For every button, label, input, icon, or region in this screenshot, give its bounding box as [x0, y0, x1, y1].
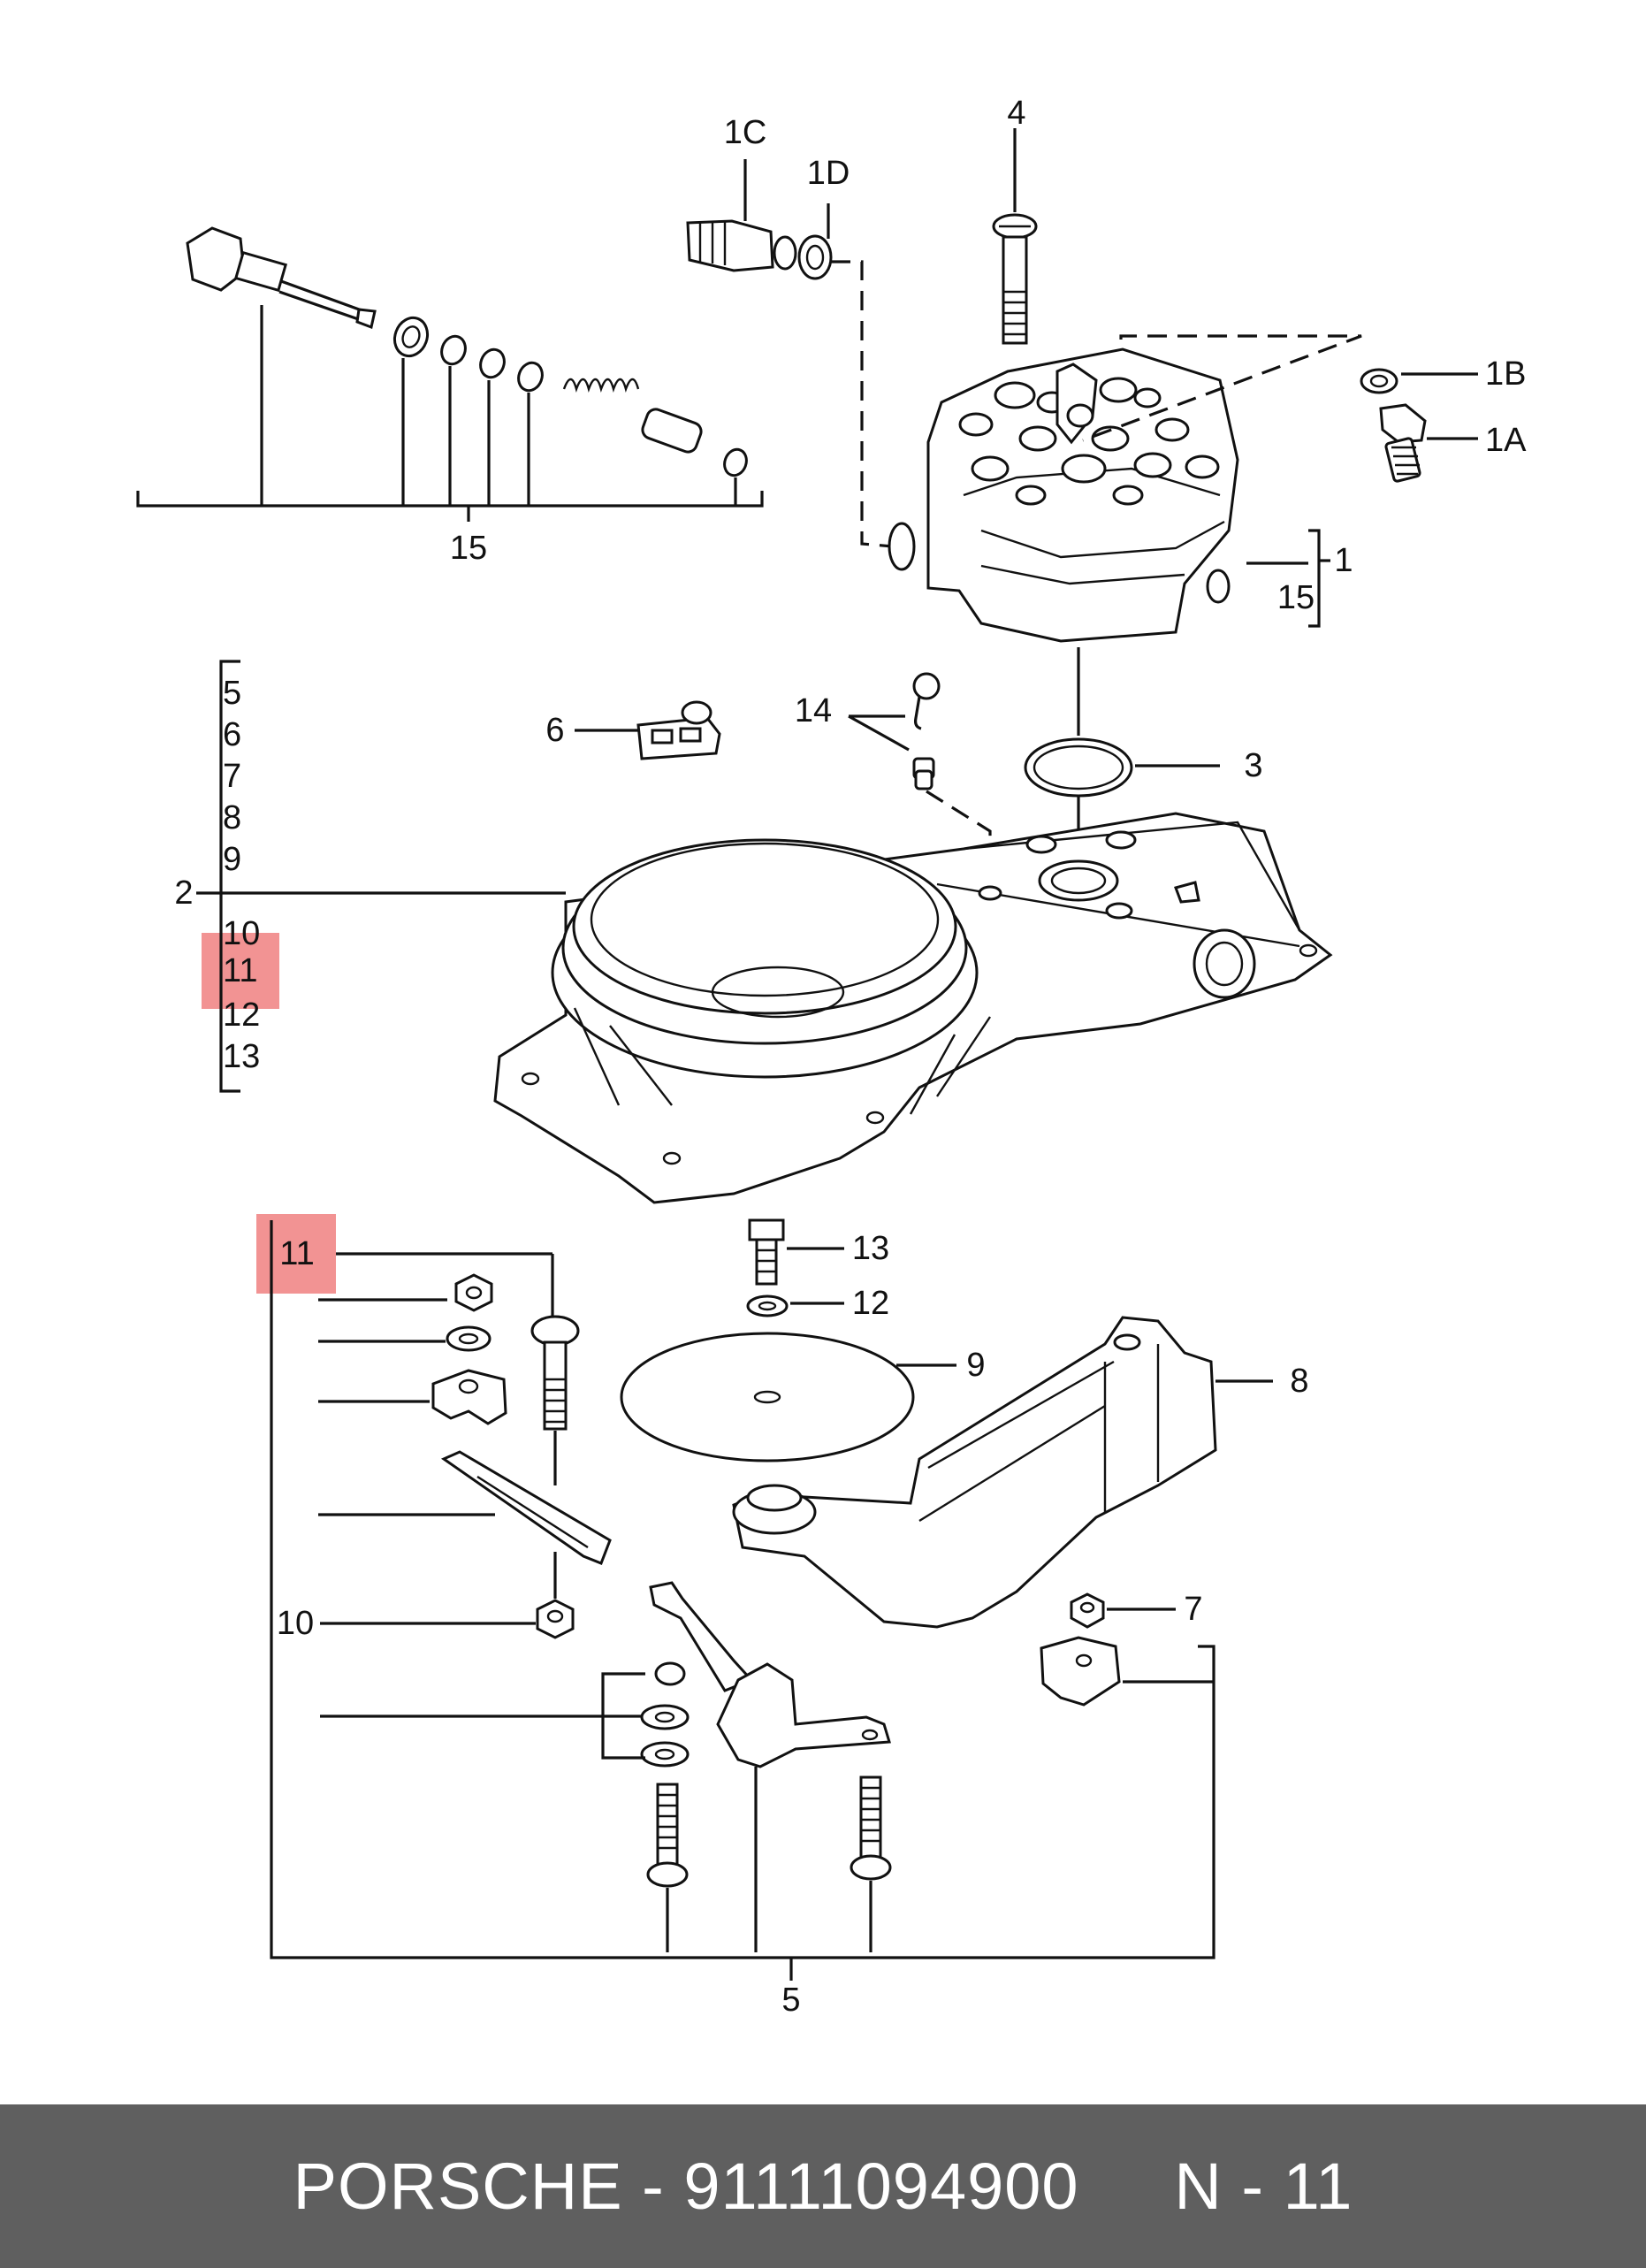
bracket-list-item: 9 — [223, 841, 241, 878]
connector-6 — [575, 700, 721, 760]
valve-assembly-group — [136, 226, 764, 522]
callout-6: 6 — [545, 712, 564, 749]
bracket-list-item: 10 — [223, 915, 260, 952]
brand-name: PORSCHE — [293, 2150, 623, 2223]
callout-5: 5 — [781, 1982, 800, 2019]
callout-14: 14 — [795, 692, 832, 729]
bracket-list-item: 7 — [223, 758, 241, 795]
hook-plug-14 — [848, 672, 992, 884]
bracket-list-item: 5 — [223, 675, 241, 712]
callout-15-right: 15 — [1277, 579, 1315, 616]
footer-separator: - — [642, 2150, 665, 2223]
highlight-box-lower-11 — [256, 1214, 336, 1294]
callout-1A: 1A — [1485, 422, 1527, 459]
bracket-list-item: 8 — [223, 799, 241, 836]
callout-10: 10 — [277, 1605, 314, 1642]
callout-12: 12 — [852, 1285, 889, 1322]
callout-8: 8 — [1290, 1363, 1308, 1400]
callout-7: 7 — [1184, 1591, 1202, 1628]
seal-ring-group — [1024, 737, 1220, 865]
footer-bar: PORSCHE - 91111094900 N - 11 — [0, 2104, 1646, 2268]
bracket-list-item: 12 — [223, 997, 260, 1034]
footer-text: PORSCHE - 91111094900 N - 11 — [293, 2149, 1353, 2224]
exploded-parts-diagram: 1C 1D 4 1B 1A 15 1 15 14 6 3 2 5 6 7 8 9… — [136, 95, 1527, 2019]
distributor-head-group — [686, 128, 1478, 736]
highlight-box-list-11 — [202, 933, 279, 1009]
callout-3: 3 — [1244, 747, 1262, 784]
bracket-list-item: 13 — [223, 1038, 260, 1075]
bracket-list-line — [219, 660, 240, 1093]
callout-9: 9 — [966, 1347, 985, 1384]
main-housing-group — [196, 812, 1333, 1204]
callout-15-top: 15 — [450, 530, 487, 567]
callout-1C: 1C — [724, 114, 767, 151]
part-number: 91111094900 — [683, 2150, 1079, 2223]
callout-1B: 1B — [1485, 355, 1526, 393]
callout-4: 4 — [1007, 95, 1025, 132]
lower-assembly-group — [270, 1218, 1273, 1981]
bracket-list-item-highlighted: 11 — [223, 952, 257, 989]
callout-1: 1 — [1334, 542, 1353, 579]
callout-2: 2 — [174, 874, 193, 912]
callout-1D: 1D — [807, 155, 850, 192]
bracket-list-item: 6 — [223, 716, 241, 753]
callout-11-lower: 11 — [279, 1235, 314, 1272]
diagram-reference: N - 11 — [1174, 2150, 1353, 2223]
callout-13: 13 — [852, 1230, 889, 1267]
